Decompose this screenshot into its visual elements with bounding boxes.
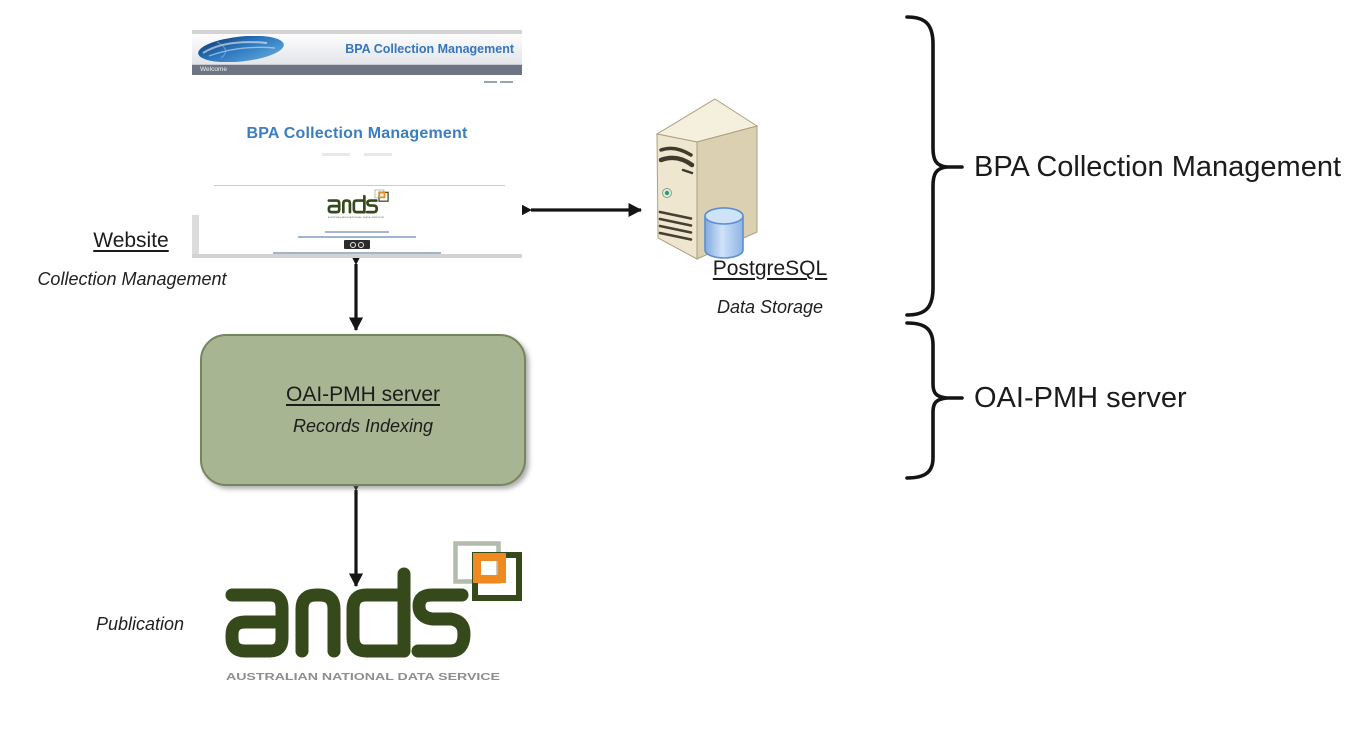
bracket-label-oaipmh: OAI-PMH server — [974, 382, 1187, 414]
postgresql-label: PostgreSQL — [712, 257, 828, 280]
postgresql-sublabel: Data Storage — [716, 297, 824, 317]
ands-logo-large — [218, 534, 538, 694]
website-footer-text-blur-2 — [273, 252, 441, 254]
website-page-heading: BPA Collection Management — [246, 125, 468, 142]
oaipmh-server-box: OAI-PMH server Records Indexing — [200, 334, 526, 486]
bioplatforms-australia-logo-icon — [198, 36, 284, 62]
website-navbar: Welcome — [192, 65, 522, 75]
publication-label: Publication — [95, 614, 185, 634]
server-tower-icon — [655, 98, 759, 260]
website-sublabel: Collection Management — [37, 269, 227, 289]
website-footer-text-blur — [325, 231, 389, 233]
oaipmh-box-title: OAI-PMH server — [285, 383, 440, 406]
ands-logo-small — [326, 188, 392, 221]
website-menu-blur — [192, 153, 522, 156]
bracket-label-bpa: BPA Collection Management — [974, 151, 1342, 183]
website-screenshot: BPA Collection Management Welcome BPA Co… — [192, 30, 522, 258]
website-header: BPA Collection Management — [192, 34, 522, 65]
website-bottom-edge — [192, 254, 522, 258]
website-left-edge — [192, 215, 199, 254]
website-nav-welcome: Welcome — [200, 66, 227, 73]
brace-bpa-collection-management — [905, 15, 964, 317]
database-cylinder-icon — [704, 207, 744, 259]
oaipmh-box-subtitle: Records Indexing — [292, 416, 434, 436]
website-footer-link-blur — [298, 236, 416, 238]
brace-oaipmh-server — [905, 321, 964, 480]
website-login-link-blur — [484, 81, 513, 83]
website-top-edge — [192, 30, 522, 34]
website-header-title: BPA Collection Management — [345, 42, 514, 56]
website-label: Website — [93, 229, 169, 252]
vent-lines — [658, 210, 693, 241]
cc-license-badge-icon — [344, 240, 370, 249]
website-divider — [214, 185, 505, 186]
